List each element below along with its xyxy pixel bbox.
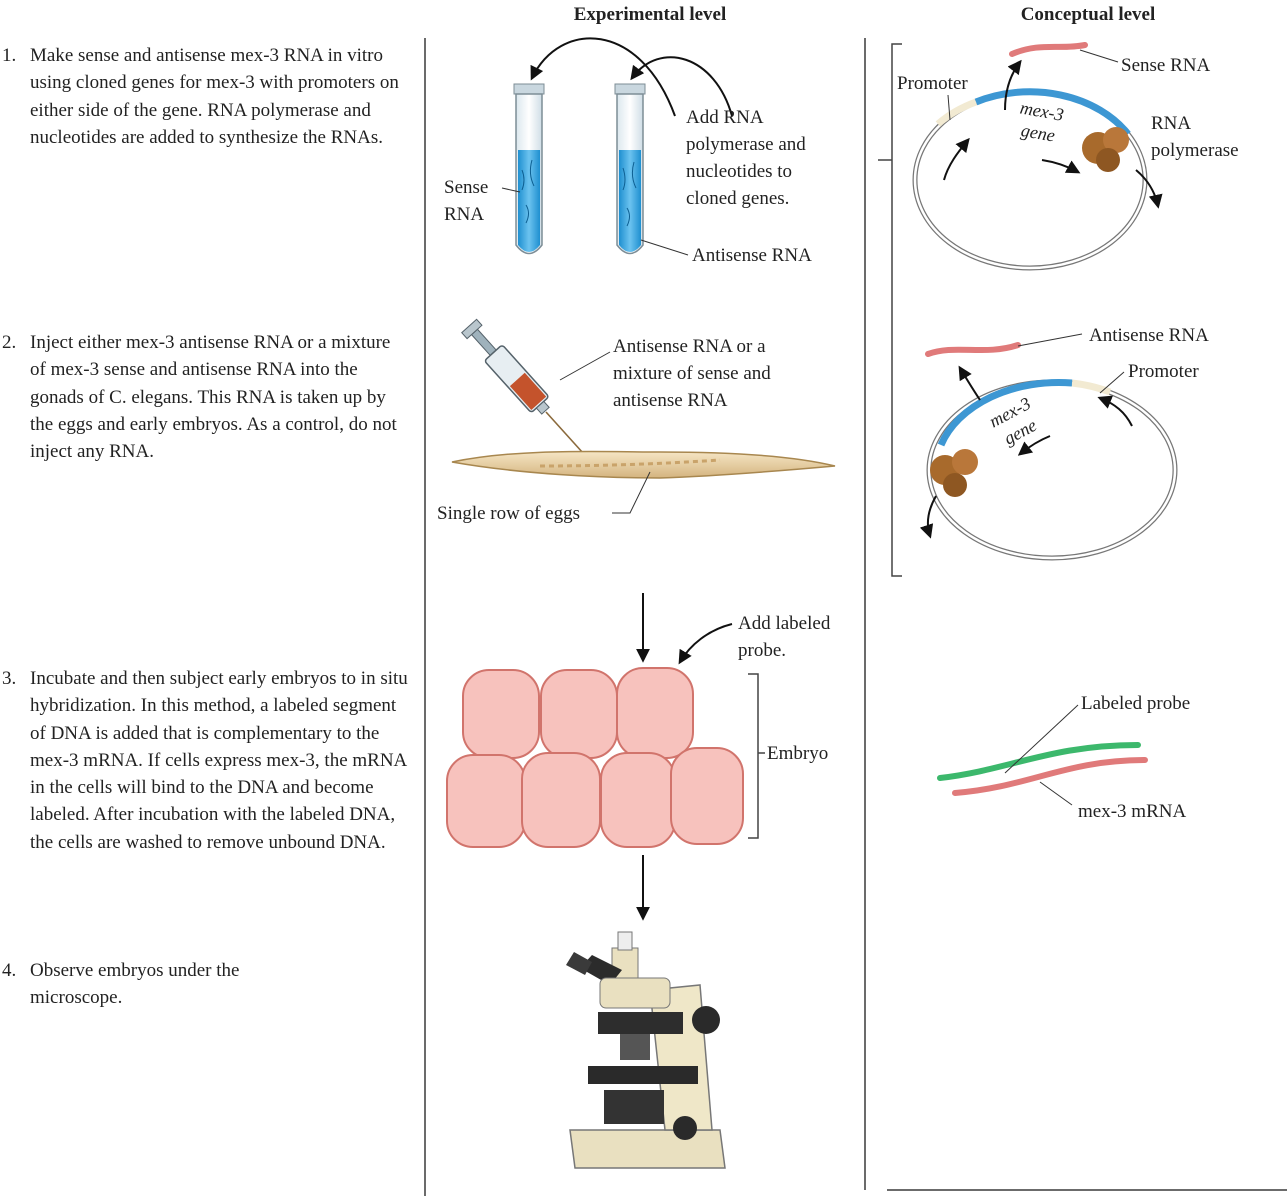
label-mex3-mrna: mex-3 mRNA [1078,801,1187,822]
label-promoter-1: Promoter [897,73,968,94]
step-3: 3. Incubate and then subject early embry… [2,665,410,856]
arrow-transcribe-1 [1041,159,1081,174]
label-antisense-rna-concept: Antisense RNA [1089,325,1209,346]
step-text: Observe embryos under the microscope. [30,960,240,1009]
leader-mrna [1039,781,1073,806]
embryo-cell [521,752,601,848]
antisense-test-tube [614,83,646,255]
embryo-bracket [748,673,765,839]
arrow-promoter-1 [943,137,970,181]
step-2: 2. Inject either mex-3 antisense RNA or … [2,329,410,465]
step-1: 1. Make sense and antisense mex-3 RNA in… [2,42,410,151]
mrna-strand [952,757,1148,796]
header-conceptual: Conceptual level [1020,4,1156,25]
leader-eggs [612,471,651,514]
label-add-probe: Add labeled probe. [738,613,831,661]
worm-c-elegans [451,450,836,479]
rna-polymerase-2 [930,449,978,497]
step-text: Incubate and then subject early embryos … [30,668,408,853]
leader-sense-1 [1079,49,1119,63]
arrow-up-sense [1004,59,1022,111]
label-inject: Antisense RNA or a mixture of sense and … [613,336,771,411]
step-number: 3. [2,668,17,689]
embryo-cell [462,669,540,759]
labeled-probe-strand [937,742,1141,781]
label-antisense-rna: Antisense RNA [692,245,812,266]
label-promoter-2: Promoter [1128,361,1199,382]
leader-inject [559,351,611,381]
conceptual-bracket [878,43,902,577]
label-rna-polymerase: RNA polymerase [1151,113,1239,161]
step-4: 4. Observe embryos under the microscope. [2,957,302,1012]
label-sense-rna-concept: Sense RNA [1121,55,1211,76]
arrow-polymerase-1 [1135,169,1163,209]
leader-promoter-2 [1099,371,1125,394]
embryo-cell [616,667,694,759]
step-text: Make sense and antisense mex-3 RNA in vi… [30,45,399,148]
step-text: Inject either mex-3 antisense RNA or a m… [30,332,397,463]
embryo-cell [670,747,744,845]
arrow-to-antisense-tube [630,56,733,117]
leader-sense [501,187,521,193]
arrow-polymerase-2 [919,495,937,539]
embryo-cell [446,754,526,848]
label-sense-rna: Sense RNA [444,177,489,225]
label-eggs: Single row of eggs [437,503,581,524]
arrow-promoter-2 [1097,395,1133,427]
arrow-transcribe-2 [1017,435,1051,456]
step-number: 2. [2,332,17,353]
step-number: 1. [2,45,17,66]
syringe-icon [461,318,584,454]
embryo-cell [600,752,676,848]
sense-rna-strand-1 [1009,42,1088,57]
header-experimental: Experimental level [573,4,727,25]
embryo-cell [540,669,618,759]
arrow-up-antisense [958,365,981,401]
leader-probe [1004,704,1079,774]
label-embryo: Embryo [767,743,829,764]
embryo-cells [446,667,744,848]
plasmid-1 [912,42,1148,271]
microscope-icon [566,931,726,1169]
rna-polymerase-1 [1082,127,1129,172]
leader-antisense-2 [1017,333,1083,347]
leader-antisense [640,239,689,256]
arrow-add-probe [678,623,733,665]
leader-promoter-1 [947,94,951,121]
label-add-polymerase: Add RNA polymerase and nucleotides to cl… [686,107,806,209]
antisense-rna-strand [925,342,1021,357]
label-labeled-probe: Labeled probe [1081,693,1191,714]
sense-test-tube [513,83,545,255]
arrow-to-sense-tube [530,37,676,117]
plasmid-2 [925,342,1178,561]
step-number: 4. [2,960,17,981]
